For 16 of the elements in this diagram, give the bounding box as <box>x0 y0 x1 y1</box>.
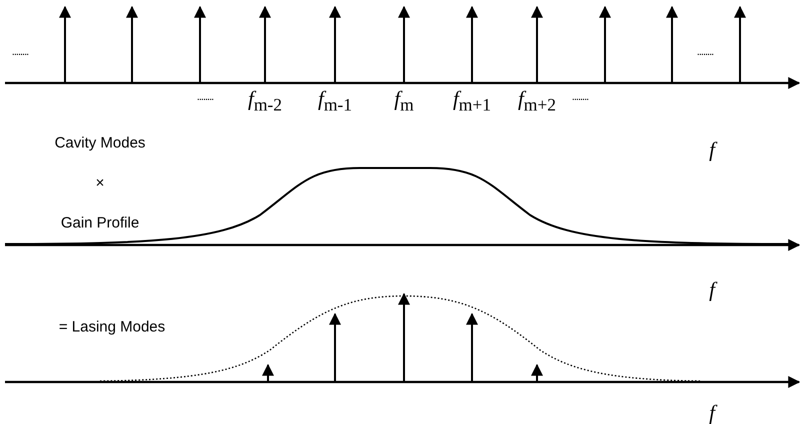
axis-label: f <box>709 278 715 302</box>
axis-label: f <box>709 138 715 162</box>
axis-label: f <box>709 400 715 424</box>
ellipsis: ........ <box>12 46 28 58</box>
frequency-label: f$_{m-1}$ <box>318 86 352 116</box>
operator-sign: × <box>96 174 104 192</box>
ellipsis: ........ <box>196 91 214 103</box>
row-label: Cavity Modes <box>54 134 146 152</box>
ellipsis: ........ <box>572 91 588 103</box>
frequency-label: f$_{m+2}$ <box>518 86 556 116</box>
row-label: = Lasing Modes <box>58 318 166 336</box>
ellipsis: ........ <box>696 46 714 58</box>
frequency-label: f$_{m-2}$ <box>248 86 282 116</box>
frequency-label: f$_{m+1}$ <box>452 86 492 116</box>
row-label: Gain Profile <box>60 214 140 232</box>
frequency-label: f$_{m}$ <box>394 86 414 116</box>
